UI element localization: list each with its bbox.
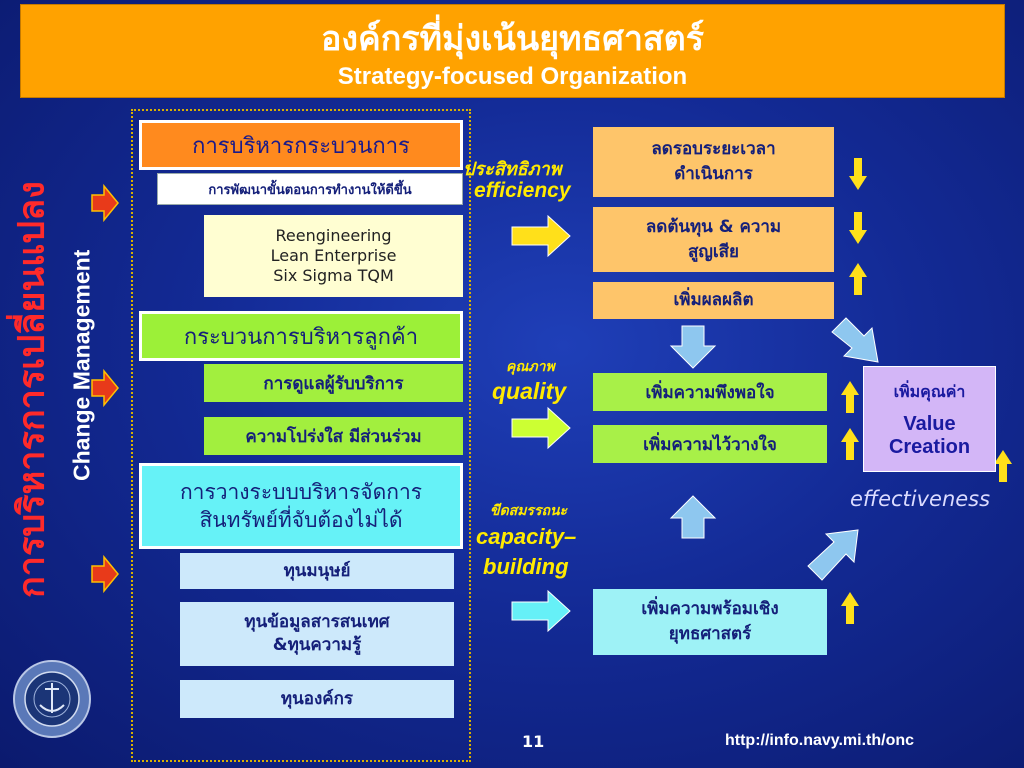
down-arrow-icon: [669, 325, 717, 369]
process-improvement-box: การพัฒนาขั้นตอนการทำงานให้ดีขึ้น: [157, 173, 463, 205]
title-banner: องค์กรที่มุ่งเน้นยุทธศาสตร์ Strategy-foc…: [20, 4, 1005, 98]
reduce-cost-box: ลดต้นทุน & ความ สูญเสีย: [593, 207, 834, 272]
quality-arrow-icon: [511, 406, 571, 450]
navy-emblem-icon: [13, 660, 91, 738]
information-capital-line1: ทุนข้อมูลสารสนเทศ: [244, 612, 390, 633]
organization-capital-box: ทุนองค์กร: [180, 680, 454, 718]
information-capital-line2: &ทุนความรู้: [272, 635, 362, 655]
value-creation-line1: Value: [903, 412, 956, 435]
reduce-cycle-time-box: ลดรอบระยะเวลา ดำเนินการ: [593, 127, 834, 197]
transparency-box: ความโปร่งใส มีส่วนร่วม: [204, 417, 463, 455]
reduce-cycle-time-line2: ดำเนินการ: [674, 164, 753, 184]
change-management-thai: การบริหารการเปลี่ยนแปลง: [11, 181, 53, 599]
yellow-up-arrow-icon: [841, 381, 859, 413]
reduce-cost-line2: สูญเสีย: [687, 241, 739, 262]
intangible-assets-line2: สินทรัพย์ที่จับต้องไม่ได้: [199, 508, 403, 532]
quality-label: quality: [492, 378, 567, 404]
strategic-readiness-line1: เพิ่มความพร้อมเชิง: [641, 599, 779, 620]
customer-care-box: การดูแลผู้รับบริการ: [204, 364, 463, 402]
reduce-cycle-time-line1: ลดรอบระยะเวลา: [651, 139, 776, 160]
capacity-label: capacity–: [476, 524, 577, 549]
yellow-down-arrow-icon: [849, 212, 867, 244]
tool-six-sigma: Six Sigma TQM: [273, 266, 394, 285]
capacity-arrow-icon: [511, 589, 571, 633]
customer-management-box: กระบวนการบริหารลูกค้า: [139, 311, 463, 361]
change-management-english: Change Management: [68, 249, 95, 481]
process-management-box: การบริหารกระบวนการ: [139, 120, 463, 170]
yellow-up-arrow-icon: [849, 263, 867, 295]
yellow-down-arrow-icon: [849, 158, 867, 190]
quality-thai-label: คุณภาพ: [506, 359, 555, 375]
red-arrow-icon: [91, 554, 119, 594]
process-tools-box: Reengineering Lean Enterprise Six Sigma …: [204, 215, 463, 297]
value-creation-line2: Creation: [888, 435, 971, 458]
strategic-readiness-line2: ยุทธศาสตร์: [668, 624, 752, 644]
title-thai: องค์กรที่มุ่งเน้นยุทธศาสตร์: [321, 19, 704, 59]
strategic-readiness-box: เพิ่มความพร้อมเชิง ยุทธศาสตร์: [593, 589, 827, 655]
reduce-cost-line1: ลดต้นทุน & ความ: [645, 216, 782, 237]
title-english: Strategy-focused Organization: [337, 63, 688, 90]
efficiency-thai-label: ประสิทธิภาพ: [463, 159, 562, 180]
footer-url[interactable]: http://info.navy.mi.th/onc: [725, 732, 915, 749]
left-column-frame: [131, 109, 471, 762]
diagonal-down-arrow-icon: [831, 317, 879, 363]
tool-reengineering: Reengineering: [275, 226, 392, 245]
up-arrow-icon: [669, 495, 717, 539]
red-arrow-icon: [91, 368, 119, 408]
value-creation-thai: เพิ่มคุณค่า: [893, 381, 966, 401]
yellow-up-arrow-icon: [994, 450, 1012, 482]
tool-lean-enterprise: Lean Enterprise: [270, 246, 397, 265]
increase-trust-box: เพิ่มความไว้วางใจ: [593, 425, 827, 463]
building-label: building: [483, 554, 569, 579]
information-capital-box: ทุนข้อมูลสารสนเทศ &ทุนความรู้: [180, 602, 454, 666]
efficiency-label: efficiency: [474, 179, 571, 202]
red-arrow-icon: [91, 183, 119, 223]
intangible-assets-box: การวางระบบบริหารจัดการ สินทรัพย์ที่จับต้…: [139, 463, 463, 549]
yellow-up-arrow-icon: [841, 592, 859, 624]
yellow-up-arrow-icon: [841, 428, 859, 460]
page-number: 11: [522, 732, 545, 751]
intangible-assets-line1: การวางระบบบริหารจัดการ: [179, 479, 423, 504]
increase-satisfaction-box: เพิ่มความพึงพอใจ: [593, 373, 827, 411]
effectiveness-label: effectiveness: [850, 487, 991, 511]
increase-output-box: เพิ่มผลผลิต: [593, 282, 834, 319]
diagonal-up-arrow-icon: [807, 529, 859, 581]
human-capital-box: ทุนมนุษย์: [180, 553, 454, 589]
efficiency-arrow-icon: [511, 214, 571, 258]
value-creation-box: เพิ่มคุณค่า Value Creation: [863, 366, 996, 472]
capacity-thai-label: ขีดสมรรถนะ: [490, 503, 568, 519]
